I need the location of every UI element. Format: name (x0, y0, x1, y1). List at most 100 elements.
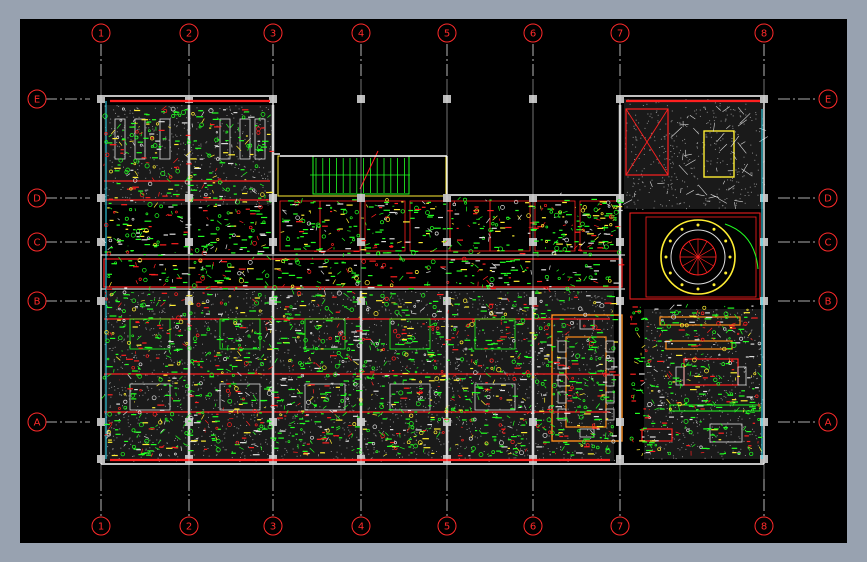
hatch-dot (502, 329, 504, 331)
hatch-dot (365, 366, 367, 368)
hatch-dot (626, 130, 628, 132)
hatch-dot (509, 347, 511, 348)
hatch-dot (210, 383, 212, 385)
hatch-dot (670, 163, 672, 165)
hatch-dot (457, 390, 459, 392)
annotation-tick (401, 246, 405, 248)
annotation-leader (173, 157, 179, 164)
hatch-dot (214, 330, 216, 332)
hatch-dot (214, 335, 216, 337)
hatch-dot (235, 105, 237, 107)
hatch-dot (466, 360, 468, 362)
annotation-tick (175, 140, 180, 142)
hatch-dot (172, 317, 174, 319)
hatch-dot (684, 142, 686, 144)
annotation-tick (203, 254, 206, 256)
hatch-dot (755, 130, 757, 132)
hatch-dot (423, 363, 425, 365)
annotation-tick (152, 119, 157, 121)
hatch-dot (661, 180, 663, 182)
annotation-symbol (488, 227, 493, 233)
annotation-tick (486, 285, 492, 287)
hatch-dot (499, 302, 501, 303)
hatch-dot (178, 121, 180, 123)
hatch-dot (387, 437, 389, 439)
hatch-dot (443, 443, 445, 445)
stone-pattern (708, 196, 717, 199)
hatch-dot (687, 337, 689, 339)
annotation-tick (489, 199, 492, 201)
hatch-dot (348, 429, 350, 431)
hatch-dot (725, 110, 727, 112)
annotation-tick (210, 219, 214, 221)
hatch-dot (152, 310, 154, 312)
hatch-dot (186, 394, 188, 396)
hatch-dot (738, 436, 740, 438)
annotation-tick (442, 228, 446, 230)
hatch-dot (119, 394, 121, 396)
hatch-dot (600, 458, 602, 460)
hatch-dot (667, 419, 669, 421)
hatch-dot (220, 337, 222, 339)
hatch-dot (302, 417, 303, 419)
annotation-leader (477, 269, 480, 273)
hatch-dot (454, 316, 456, 318)
hatch-dot (671, 176, 673, 178)
hatch-dot (217, 375, 219, 377)
hatch-dot (124, 364, 126, 366)
hatch-dot (543, 457, 544, 459)
annotation-leader (196, 283, 198, 288)
annotation-leader (328, 232, 332, 235)
annotation-symbol (425, 210, 430, 215)
hatch-dot (172, 383, 174, 385)
hatch-dot (437, 343, 439, 344)
hatch-dot (250, 454, 252, 456)
hatch-dot (710, 163, 712, 165)
annotation-symbol (401, 258, 405, 262)
hatch-dot (433, 401, 435, 403)
hatch-dot (567, 408, 569, 410)
hatch-dot (670, 183, 672, 185)
hatch-dot (570, 355, 572, 357)
annotation-tick (519, 252, 526, 255)
hatch-dot (427, 416, 429, 418)
hatch-dot (174, 346, 176, 348)
annotation-leader (380, 265, 383, 268)
hatch-dot (271, 396, 273, 397)
annotation-tick (254, 206, 262, 208)
hatch-dot (222, 446, 224, 448)
hatch-dot (751, 120, 753, 121)
hatch-dot (324, 435, 326, 437)
hatch-dot (460, 371, 462, 373)
hatch-dot (635, 193, 637, 195)
hatch-dot (438, 438, 440, 440)
stone-pattern (704, 106, 706, 111)
hatch-dot (589, 299, 591, 301)
hatch-dot (280, 384, 282, 386)
hatch-dot (495, 412, 497, 414)
annotation-symbol (329, 206, 333, 210)
hatch-dot (207, 293, 209, 295)
hatch-dot (375, 361, 377, 363)
hatch-dot (759, 343, 761, 345)
stone-pattern (695, 193, 705, 197)
hatch-dot (225, 179, 227, 181)
hatch-dot (570, 398, 572, 400)
annotation-leader (259, 183, 265, 187)
hatch-dot (286, 381, 288, 383)
hatch-dot (333, 421, 335, 423)
hatch-dot (186, 108, 188, 110)
annotation-tick (205, 265, 211, 267)
hatch-dot (259, 433, 261, 435)
hatch-dot (669, 133, 671, 135)
hatch-dot (732, 127, 734, 129)
annotation-tick (443, 203, 447, 205)
hatch-dot (393, 434, 395, 436)
hatch-dot (759, 131, 761, 133)
hatch-dot (759, 348, 761, 350)
hatch-dot (305, 346, 307, 348)
hatch-dot (112, 347, 114, 349)
bath-fixture (254, 118, 266, 160)
hatch-dot (130, 193, 132, 195)
